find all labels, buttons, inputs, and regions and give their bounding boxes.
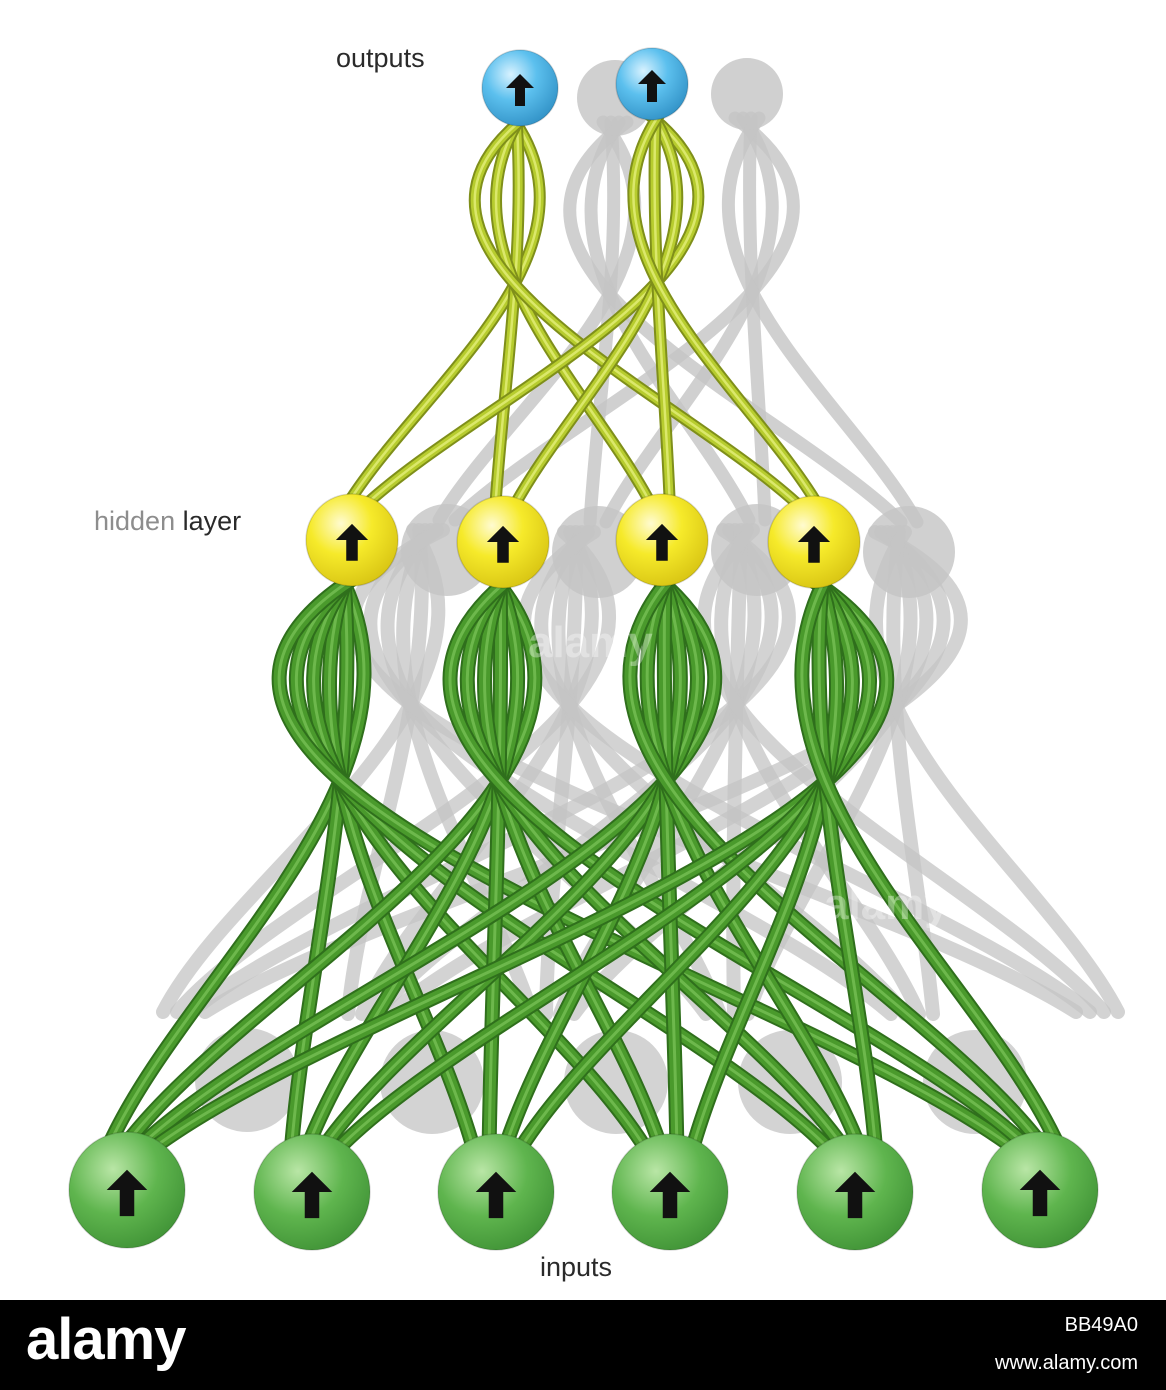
connection-shadow bbox=[156, 523, 446, 1019]
connection-highlight bbox=[689, 570, 839, 1156]
connection-highlight bbox=[358, 106, 700, 512]
hidden-node-4 bbox=[767, 495, 861, 589]
connection-highlight bbox=[483, 570, 665, 1156]
layer-label-word: layer bbox=[175, 506, 242, 536]
up-arrow-icon bbox=[638, 70, 666, 102]
connection-shadow bbox=[383, 525, 951, 1021]
node-shadow bbox=[711, 58, 783, 130]
connection-highlight bbox=[515, 570, 854, 1156]
input-node-5 bbox=[796, 1133, 914, 1251]
connection-shadow bbox=[721, 111, 924, 529]
connection-shadow bbox=[341, 523, 429, 1021]
input-node-3 bbox=[437, 1133, 555, 1251]
footer-bar: alamy BB49A0 www.alamy.com bbox=[0, 1300, 1166, 1390]
connection-highlight bbox=[494, 110, 656, 512]
connection-highlight bbox=[632, 106, 824, 514]
hidden-label-word: hidden bbox=[94, 506, 176, 536]
connection-highlight bbox=[289, 568, 349, 1156]
input-node-6 bbox=[981, 1131, 1099, 1249]
connection-highlight bbox=[277, 568, 1021, 1154]
up-arrow-icon bbox=[486, 525, 520, 563]
neural-network-diagram bbox=[68, 47, 1125, 1251]
connection-highlight bbox=[466, 570, 850, 1156]
connection-highlight bbox=[501, 568, 682, 1156]
connection-shadow bbox=[714, 523, 926, 1021]
connection-highlight bbox=[493, 110, 520, 514]
connection-shadow bbox=[563, 115, 908, 529]
hidden-layer-label: hidden layer bbox=[94, 506, 241, 537]
connection-highlight bbox=[662, 568, 679, 1156]
input-node-1 bbox=[68, 1131, 186, 1249]
connection-highlight bbox=[800, 570, 1063, 1154]
hidden-node-2 bbox=[456, 495, 550, 589]
up-arrow-icon bbox=[335, 523, 369, 561]
connection-highlight bbox=[104, 568, 366, 1154]
connection-highlight bbox=[509, 106, 679, 514]
footer-url: www.alamy.com bbox=[995, 1352, 1138, 1374]
connection-highlight bbox=[473, 110, 808, 514]
connection-highlight bbox=[645, 568, 864, 1156]
output-node-2 bbox=[615, 47, 689, 121]
connections-layer bbox=[98, 102, 1069, 1162]
inputs-label: inputs bbox=[540, 1252, 613, 1282]
output-node-1 bbox=[481, 49, 559, 127]
connection-highlight bbox=[146, 570, 889, 1154]
connection-highlight bbox=[817, 570, 878, 1156]
diagram-canvas: outputs hidden layer inputs alamy alamy bbox=[68, 43, 1125, 1282]
node-shadow bbox=[863, 506, 955, 598]
nodes-layer bbox=[68, 47, 1099, 1251]
connection-shadow bbox=[184, 523, 796, 1019]
connection-highlight bbox=[448, 570, 1035, 1154]
connection-shadow bbox=[697, 523, 1111, 1019]
connection-highlight bbox=[118, 570, 537, 1154]
footer-image-id: BB49A0 bbox=[1064, 1314, 1138, 1336]
connection-highlight bbox=[331, 570, 871, 1156]
up-arrow-icon bbox=[506, 74, 534, 106]
input-node-4 bbox=[611, 1133, 729, 1251]
connection-highlight bbox=[303, 570, 520, 1156]
up-arrow-icon bbox=[106, 1169, 148, 1217]
up-arrow-icon bbox=[1019, 1169, 1061, 1217]
up-arrow-icon bbox=[834, 1171, 876, 1219]
up-arrow-icon bbox=[645, 523, 679, 561]
up-arrow-icon bbox=[475, 1171, 517, 1219]
up-arrow-icon bbox=[291, 1171, 333, 1219]
connection-highlight bbox=[132, 568, 717, 1154]
connection-highlight bbox=[312, 568, 651, 1156]
input-node-2 bbox=[253, 1133, 371, 1251]
connection-shadow bbox=[170, 525, 616, 1019]
connection-highlight bbox=[327, 568, 477, 1156]
connection-highlight bbox=[294, 568, 836, 1156]
connection-shadow bbox=[869, 525, 1125, 1019]
hidden-node-3 bbox=[615, 493, 709, 587]
footer-logo: alamy bbox=[26, 1307, 186, 1372]
connection-highlight bbox=[487, 570, 503, 1156]
connection-highlight bbox=[317, 568, 699, 1156]
connection-shadow bbox=[448, 111, 800, 527]
connection-highlight bbox=[628, 568, 1049, 1154]
connection-highlight bbox=[653, 106, 672, 512]
hidden-node-1 bbox=[305, 493, 399, 587]
up-arrow-icon bbox=[797, 525, 831, 563]
connection-highlight bbox=[342, 110, 541, 512]
outputs-label: outputs bbox=[336, 43, 425, 73]
up-arrow-icon bbox=[649, 1171, 691, 1219]
